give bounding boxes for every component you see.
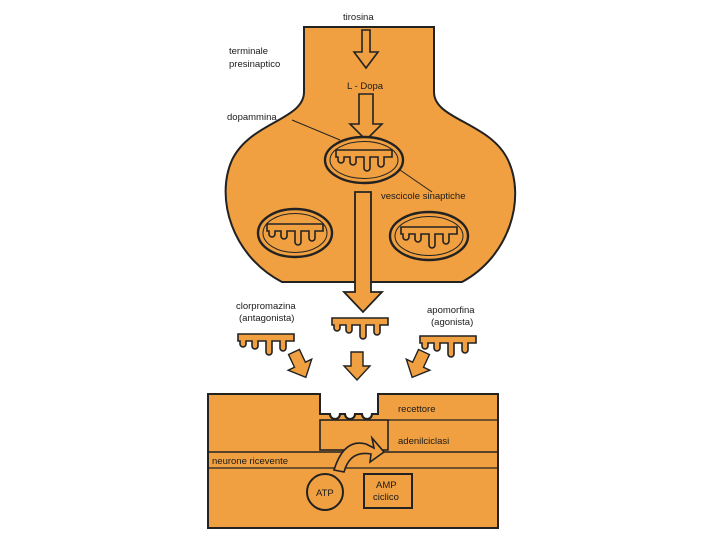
label-vesicles: vescicole sinaptiche (381, 191, 466, 202)
released-dopamine-molecule (331, 317, 389, 340)
label-presynaptic-2: presinaptico (229, 59, 280, 70)
label-tyrosine: tirosina (343, 12, 374, 23)
label-receiving-neuron: neurone ricevente (212, 456, 288, 467)
conversion-arrow (332, 435, 386, 473)
label-amp-2: ciclico (373, 492, 399, 503)
receptor-block (319, 394, 379, 420)
label-apomorphine-1: apomorfina (427, 305, 475, 316)
atp-circle (306, 473, 344, 511)
label-ldopa: L - Dopa (347, 81, 384, 92)
dopamine-arrow (343, 351, 371, 381)
chlorpromazine-arrow (281, 345, 319, 384)
label-atp: ATP (316, 488, 334, 499)
label-presynaptic-1: terminale (229, 46, 268, 57)
tyrosine-arrow (352, 29, 380, 70)
label-chlorpromazine-2: (antagonista) (239, 313, 294, 324)
ldopa-arrow (348, 93, 384, 142)
label-receptor: recettore (398, 404, 436, 415)
amp-box (363, 473, 413, 509)
label-adenylate: adenilciclasi (398, 436, 449, 447)
label-amp-1: AMP (376, 480, 397, 491)
chlorpromazine-molecule (237, 333, 295, 356)
label-chlorpromazine-1: clorpromazina (236, 301, 296, 312)
label-dopamine: dopammina (227, 112, 277, 123)
label-apomorphine-2: (agonista) (431, 317, 473, 328)
apomorphine-arrow (399, 345, 437, 384)
release-arrow (341, 191, 385, 314)
